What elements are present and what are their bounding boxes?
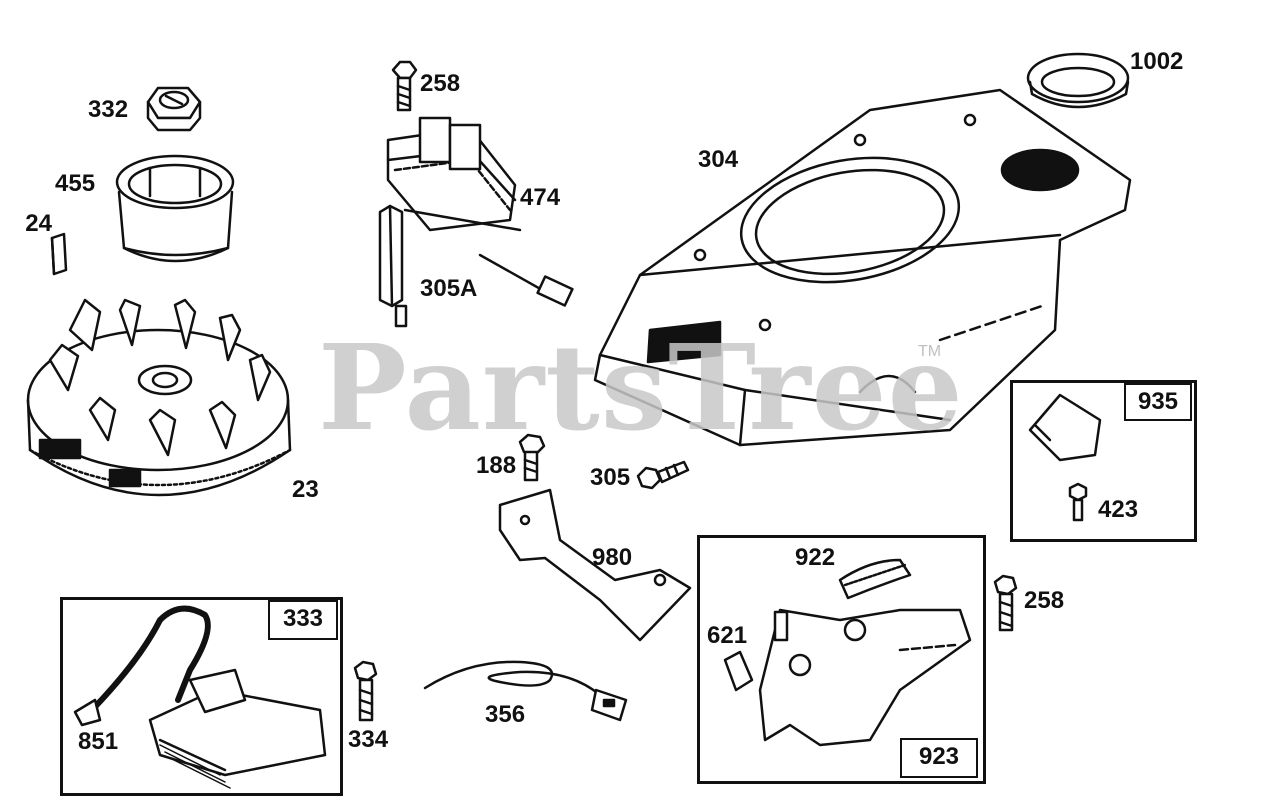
label-980: 980: [592, 544, 633, 571]
label-258-top: 258: [420, 70, 461, 97]
armature-part: [386, 116, 574, 307]
bolt-part: [391, 60, 418, 112]
ground-terminal-part: [1028, 393, 1102, 522]
starter-cup-part: [115, 154, 235, 263]
label-305: 305: [590, 464, 631, 491]
blower-housing-part: [593, 88, 1132, 447]
label-334: 334: [348, 726, 389, 753]
label-332: 332: [88, 96, 129, 123]
label-258-right: 258: [1024, 587, 1065, 614]
hex-nut-part: [146, 86, 202, 132]
box-label-935: 935: [1124, 383, 1192, 421]
label-1002: 1002: [1130, 48, 1184, 75]
label-423: 423: [1098, 496, 1139, 523]
screw-part: [636, 460, 690, 490]
label-356: 356: [485, 701, 526, 728]
label-851: 851: [78, 728, 119, 755]
bolt-334-part: [353, 660, 378, 722]
box-935: [1010, 380, 1197, 542]
box-923: [697, 535, 986, 784]
ground-wire-part: [423, 660, 628, 722]
spacer-part: [378, 204, 408, 328]
box-label-923: 923: [900, 738, 978, 778]
ignition-coil-part: [73, 605, 327, 789]
bolt-right-part: [993, 574, 1018, 632]
label-922: 922: [795, 544, 836, 571]
label-305a: 305A: [420, 275, 478, 302]
label-24: 24: [25, 212, 52, 236]
label-23: 23: [292, 476, 319, 503]
box-label-333: 333: [268, 600, 338, 640]
label-304: 304: [698, 146, 739, 173]
grommet-part: [1026, 52, 1130, 109]
label-621: 621: [707, 622, 748, 649]
parts-tree-watermark: PartsTree: [318, 318, 964, 457]
governor-control-part: [723, 558, 972, 747]
flywheel-key-part: [50, 232, 68, 276]
label-474: 474: [520, 184, 561, 211]
label-188: 188: [476, 452, 517, 479]
watermark-trademark: TM: [918, 343, 942, 360]
flywheel-part: [26, 298, 292, 497]
bolt-small-part: [518, 433, 546, 482]
bracket-part: [498, 488, 692, 642]
label-455: 455: [55, 170, 96, 197]
